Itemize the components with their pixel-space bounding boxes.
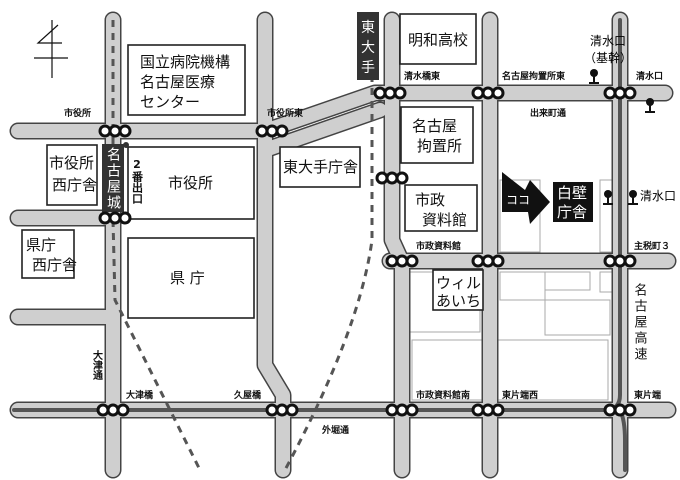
traffic-signal-icon xyxy=(98,124,132,138)
bus-stop-icon xyxy=(603,190,613,205)
traffic-signal-icon xyxy=(265,403,299,417)
station-label: 東 xyxy=(361,20,375,36)
traffic-signal-icon xyxy=(96,403,130,417)
street-label: 出来町通 xyxy=(530,107,566,119)
building-label: あいち xyxy=(436,292,481,310)
bus-stop-icon xyxy=(628,190,638,205)
intersection-label: 市政資料館 xyxy=(416,240,461,252)
intersection-label: 名古屋拘置所東 xyxy=(502,70,565,82)
bus-stop-label: 清水口 xyxy=(590,34,626,48)
here-arrow-icon xyxy=(502,172,550,224)
meiwa-high-school-building xyxy=(399,13,477,65)
intersection-label: 市役所東 xyxy=(267,107,303,119)
building-label: 拘置所 xyxy=(417,137,462,155)
bus-stop-label: 清水口 xyxy=(640,189,676,203)
detention-house-building xyxy=(400,106,474,164)
intersection-label: 大津橋 xyxy=(126,389,154,401)
traffic-signal-icon xyxy=(603,86,637,100)
building-label: 市役所 xyxy=(49,154,94,172)
traffic-signal-icon xyxy=(471,86,505,100)
north-arrow-icon xyxy=(34,20,68,78)
pref-office-building xyxy=(127,237,255,319)
intersection-label: 主税町３ xyxy=(634,240,670,252)
traffic-signal-icon xyxy=(471,403,505,417)
bus-stop-icon xyxy=(645,98,655,113)
traffic-signals xyxy=(96,86,637,417)
otsu-street-label: 大津通 xyxy=(91,349,103,381)
city-hall-building xyxy=(127,146,255,220)
intersection-label: 清水口 xyxy=(636,70,663,82)
medical-center-building xyxy=(127,44,246,116)
station-label: 手 xyxy=(361,60,375,76)
pref-west-building xyxy=(21,229,75,279)
traffic-signal-icon xyxy=(98,211,132,225)
intersection-label: 東片端 xyxy=(634,389,661,401)
traffic-signal-icon xyxy=(603,254,637,268)
higashiote-station xyxy=(357,12,379,80)
here-label: ココ xyxy=(506,193,530,207)
bus-stop-icon xyxy=(589,69,599,84)
building-label: センター xyxy=(140,93,200,111)
traffic-signal-icon xyxy=(603,403,637,417)
intersection-label: 市役所 xyxy=(64,107,91,119)
building-label: ウィル xyxy=(436,274,481,292)
intersection-label: 清水橋東 xyxy=(404,70,440,82)
expressway-label: 名古屋高速 xyxy=(632,282,648,363)
building-label: 白壁 xyxy=(557,184,587,202)
building-label: 西庁舎 xyxy=(32,256,77,274)
building-label: 名古屋医療 xyxy=(140,73,215,91)
exit-label: 2番出口 xyxy=(131,158,145,205)
city-hall-west-building xyxy=(46,144,98,206)
building-label: 市政 xyxy=(415,191,445,209)
traffic-signal-icon xyxy=(375,171,409,185)
building-label: 名古屋 xyxy=(412,117,457,135)
intersection-label: 久屋橋 xyxy=(234,389,262,401)
building-label: 明和高校 xyxy=(408,31,468,49)
archives-building xyxy=(404,184,478,232)
roads xyxy=(9,11,677,479)
traffic-signal-icon xyxy=(471,254,505,268)
will-aichi-building xyxy=(432,269,484,311)
traffic-signal-icon xyxy=(385,403,419,417)
exit-marker-icon xyxy=(123,142,129,148)
building-label: 市役所 xyxy=(168,174,213,192)
building-label: 県庁 xyxy=(26,236,56,254)
building-label: 東大手庁舎 xyxy=(283,158,358,176)
intersection-label: 東片端西 xyxy=(502,389,538,401)
traffic-signal-icon xyxy=(373,86,407,100)
station-label: 大 xyxy=(361,40,375,56)
nagoyajo-station xyxy=(102,144,124,212)
shirakabe-office-building xyxy=(553,182,593,222)
bus-stop-label: （基幹） xyxy=(584,50,632,65)
building-label: 県 庁 xyxy=(170,269,205,287)
traffic-signal-icon xyxy=(255,124,289,138)
intersection-label: 市政資料館南 xyxy=(416,389,470,401)
building-label: 資料館 xyxy=(422,211,467,229)
building-label: 西庁舎 xyxy=(52,176,97,194)
street-label: 外堀通 xyxy=(321,424,349,436)
subway-lines xyxy=(111,75,374,471)
traffic-signal-icon xyxy=(385,254,419,268)
higashiote-office-building xyxy=(279,146,361,188)
nagoyajo-station-label: 名古屋城 xyxy=(105,147,121,211)
building-label: 庁舎 xyxy=(557,203,587,221)
building-label: 国立病院機構 xyxy=(140,53,230,71)
